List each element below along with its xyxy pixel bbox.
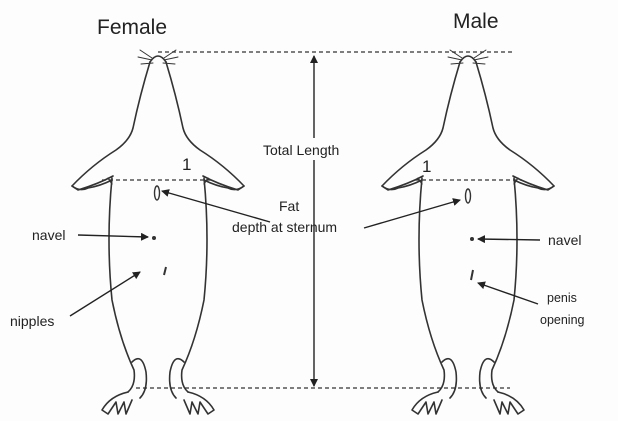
female-nipples-label: nipples [10, 313, 54, 329]
female-title: Female [97, 16, 167, 39]
female-navel-dot [152, 236, 156, 240]
male-navel-dot [470, 237, 474, 241]
male-mark-1: 1 [422, 157, 431, 176]
fat-arrow-female [162, 191, 270, 222]
female-nipples-arrow [70, 272, 140, 316]
female-seal-drawing [72, 50, 244, 414]
female-navel-label: navel [32, 227, 65, 243]
male-navel-arrow [478, 239, 540, 240]
total-length-label: Total Length [263, 142, 339, 158]
fat-label-line2: depth at sternum [232, 219, 337, 235]
male-penis-label-2: opening [540, 313, 585, 327]
male-penis-label-1: penis [547, 291, 577, 305]
fat-label-line1: Fat [279, 198, 299, 214]
female-sternum-mark [155, 186, 160, 200]
male-navel-label: navel [548, 232, 581, 248]
male-seal-drawing [382, 50, 554, 414]
female-navel-arrow [78, 235, 148, 237]
male-sternum-mark [466, 189, 471, 203]
fat-arrow-male [364, 200, 460, 228]
male-title: Male [453, 10, 499, 33]
male-penis-mark [471, 270, 473, 280]
male-penis-arrow [478, 283, 538, 304]
female-mark-1: 1 [182, 155, 191, 174]
female-nipple-mark [164, 267, 166, 275]
